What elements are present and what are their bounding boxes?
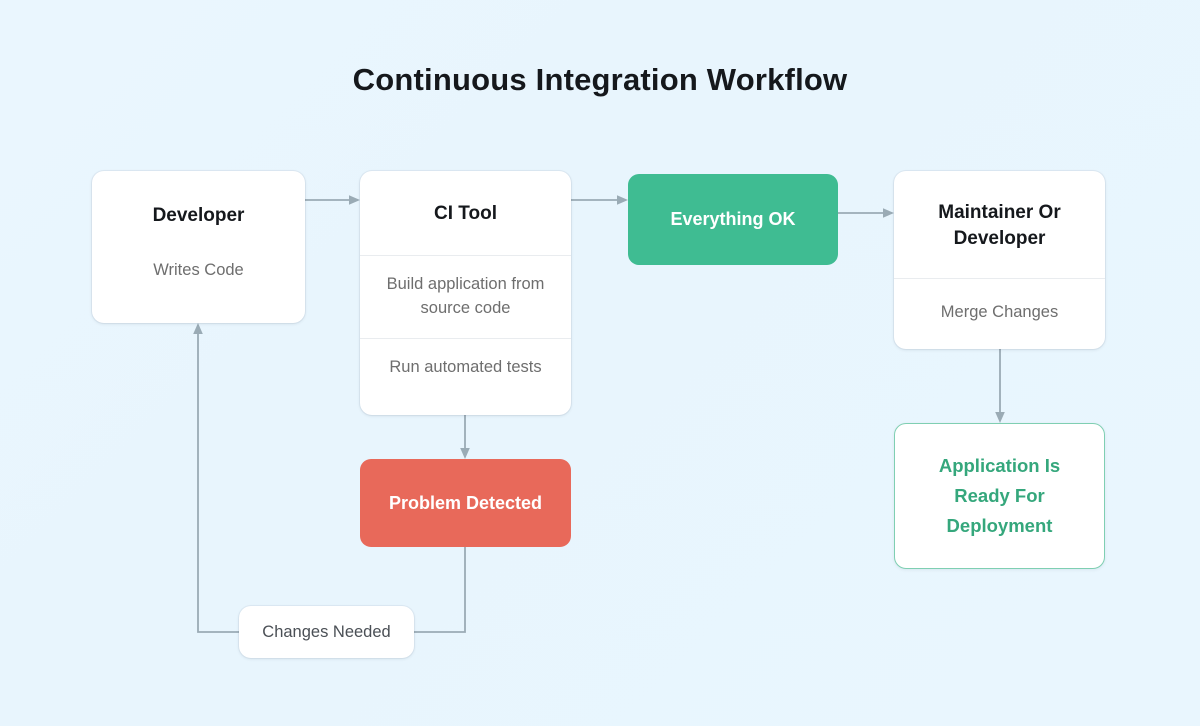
node-ci-tool-row-0: Build application from source code (360, 254, 571, 339)
node-application-ready[interactable]: Application Is Ready For Deployment (894, 423, 1105, 569)
node-ci-tool-row-1: Run automated tests (360, 338, 571, 398)
node-maintainer-title: Maintainer Or Developer (938, 202, 1061, 249)
page-title: Continuous Integration Workflow (352, 62, 848, 97)
edge-maintainer-to-ready (995, 349, 1005, 423)
edge-ci-to-problem (460, 415, 470, 459)
node-problem-detected[interactable]: Problem Detected (360, 459, 571, 547)
node-maintainer-or-developer[interactable]: Maintainer Or Developer Merge Changes (894, 171, 1105, 349)
node-developer-title: Developer (152, 205, 245, 226)
node-everything-ok[interactable]: Everything OK (628, 174, 838, 265)
node-ci-tool-title: CI Tool (434, 203, 497, 224)
node-application-ready-label: Application Is Ready For Deployment (938, 455, 1061, 536)
node-developer-row-0: Writes Code (153, 260, 244, 279)
node-ci-tool[interactable]: CI Tool Build application from source co… (360, 171, 571, 415)
node-developer[interactable]: Developer Writes Code (92, 171, 305, 323)
edge-label-changes-needed-text: Changes Needed (262, 622, 391, 641)
node-everything-ok-label: Everything OK (670, 209, 796, 229)
edge-label-changes-needed[interactable]: Changes Needed (239, 606, 414, 658)
edge-ci-to-everything-ok (571, 195, 628, 205)
node-maintainer-row-0: Merge Changes (894, 278, 1105, 347)
edge-everything-ok-to-maintainer (838, 208, 894, 218)
node-problem-detected-label: Problem Detected (388, 492, 543, 513)
edge-developer-to-ci (305, 195, 360, 205)
